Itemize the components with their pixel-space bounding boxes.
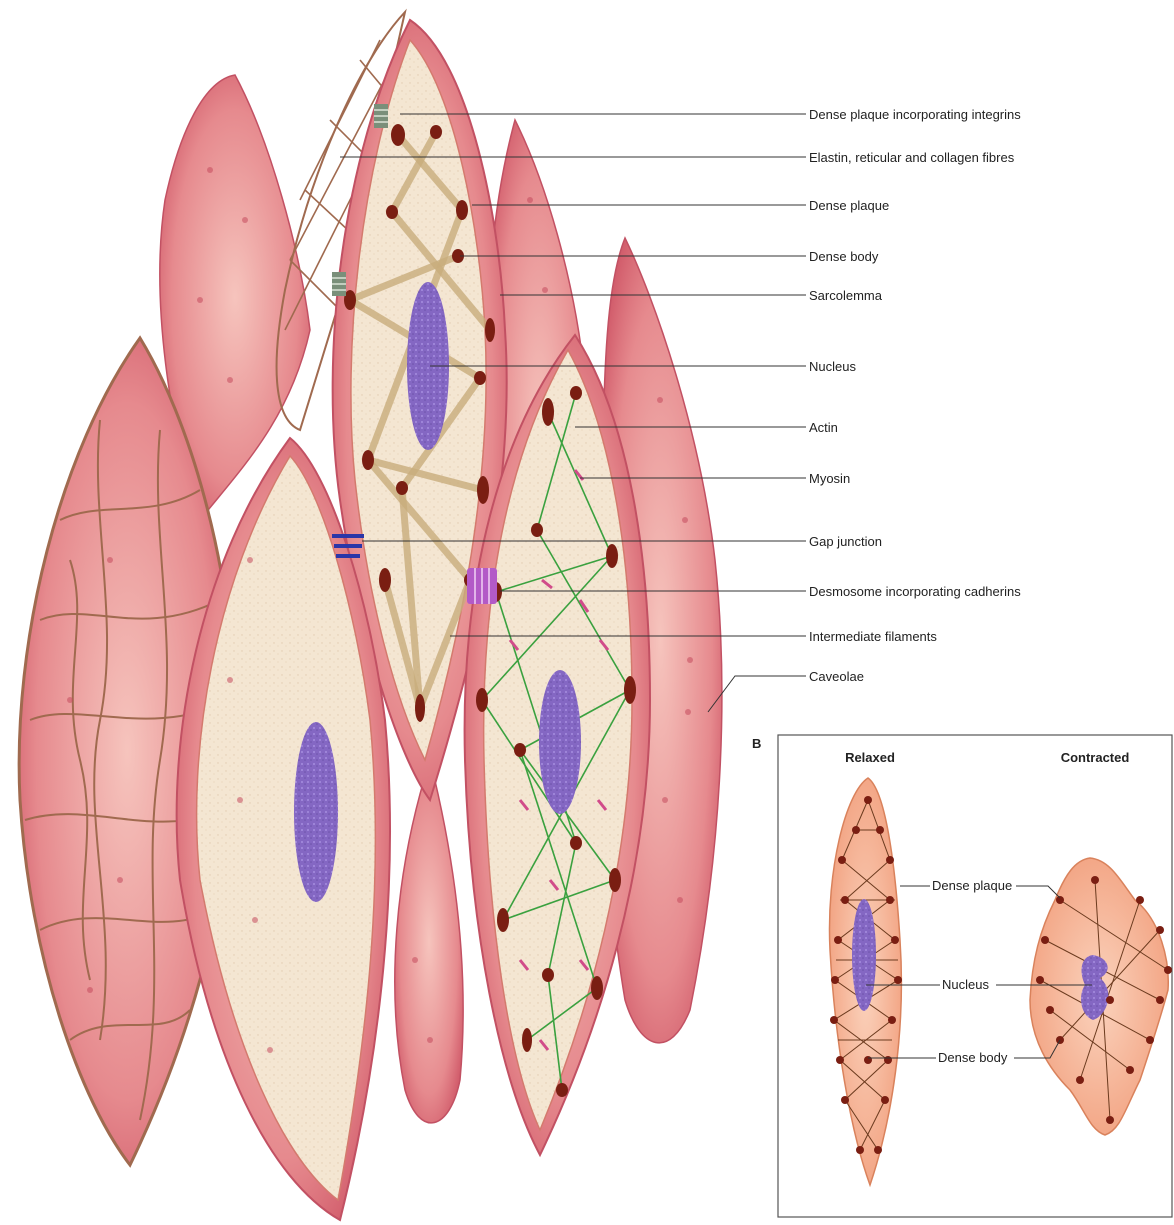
label-sarcolemma: Sarcolemma: [809, 288, 883, 303]
nucleus-right: [539, 670, 581, 814]
contracted-heading: Contracted: [1061, 750, 1130, 765]
label-dense-body: Dense body: [809, 249, 879, 264]
label-fibres: Elastin, reticular and collagen fibres: [809, 150, 1015, 165]
panel-letter: B: [752, 736, 761, 751]
background-cell: [395, 760, 463, 1123]
label-actin: Actin: [809, 420, 838, 435]
label-nucleus: Nucleus: [809, 359, 856, 374]
contracted-nucleus: [1081, 955, 1108, 1020]
inset-panel: B Relaxed Contracted: [752, 735, 1172, 1217]
label-caveolae: Caveolae: [809, 669, 864, 684]
relaxed-nucleus: [852, 899, 876, 1011]
relaxed-heading: Relaxed: [845, 750, 895, 765]
inset-label-dense-plaque: Dense plaque: [932, 878, 1012, 893]
label-desmosome: Desmosome incorporating cadherins: [809, 584, 1021, 599]
callout-labels: Dense plaque incorporating integrins Ela…: [809, 107, 1021, 684]
label-myosin: Myosin: [809, 471, 850, 486]
desmosome: [467, 568, 497, 604]
label-gap-junction: Gap junction: [809, 534, 882, 549]
inset-label-nucleus: Nucleus: [942, 977, 989, 992]
inset-label-dense-body: Dense body: [938, 1050, 1008, 1065]
nucleus-front: [294, 722, 338, 902]
label-integrins: Dense plaque incorporating integrins: [809, 107, 1021, 122]
label-dense-plaque: Dense plaque: [809, 198, 889, 213]
label-intermediate-filaments: Intermediate filaments: [809, 629, 937, 644]
